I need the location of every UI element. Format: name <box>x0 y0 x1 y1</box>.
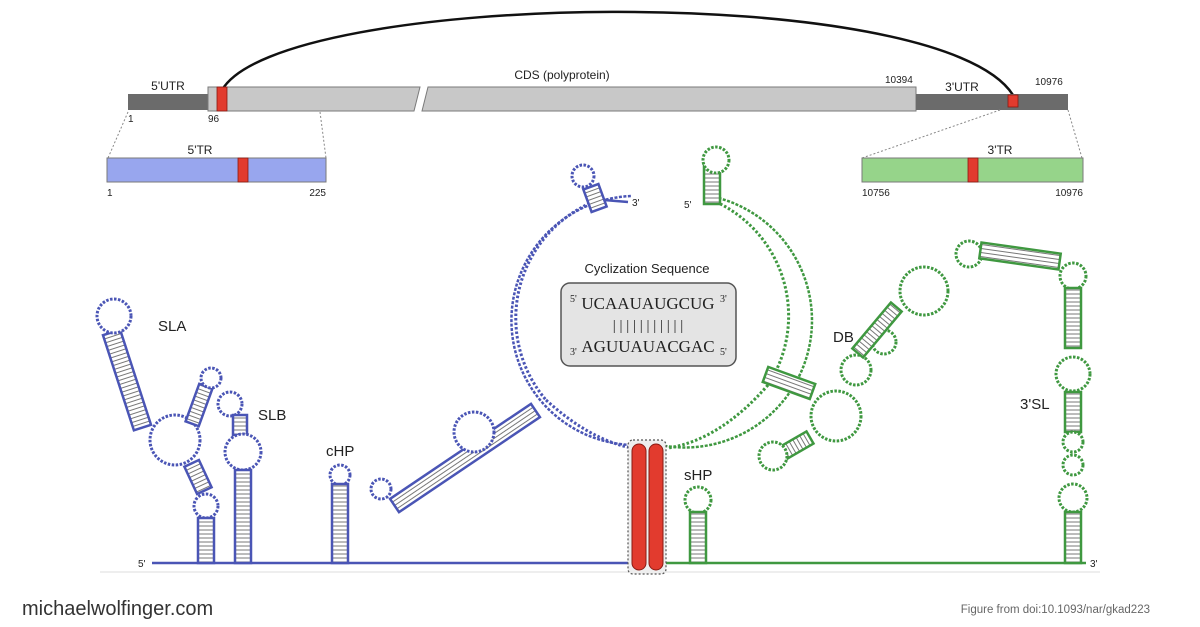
zoom-line <box>861 109 1001 159</box>
genome-map: 5'UTR CDS (polyprotein) 3'UTR 1 96 10394… <box>106 10 1084 199</box>
utr3-bar <box>916 94 1068 110</box>
cyclization-duplex <box>627 439 667 575</box>
end-5prime-label: 5' <box>138 559 146 570</box>
inner-3prime-label: 3' <box>632 198 640 209</box>
zoom-line <box>107 111 129 159</box>
central-loop-bottom-5 <box>544 398 633 450</box>
utr3-label: 3'UTR <box>945 80 979 94</box>
figure-citation: Figure from doi:10.1093/nar/gkad223 <box>960 604 1150 616</box>
tr5-cs-marker <box>237 157 249 183</box>
tr5-box <box>106 157 327 183</box>
shp-hairpin: sHP <box>683 467 713 565</box>
tr5-label: 5'TR <box>188 143 213 157</box>
tr5-end: 225 <box>309 188 326 199</box>
cs-bottom-5prime: 5' <box>720 347 727 358</box>
sl3-stem-loop: 3'SL <box>954 239 1092 565</box>
pos-start: 1 <box>128 114 134 125</box>
pos-end: 10976 <box>1035 77 1063 88</box>
inner-5prime-label: 5' <box>684 200 692 211</box>
cds-label: CDS (polyprotein) <box>514 68 609 82</box>
utr5-label: 5'UTR <box>151 79 185 93</box>
long-range-interaction-arc <box>220 10 1015 96</box>
cs5-marker <box>216 86 228 112</box>
pos-cs5: 96 <box>208 114 220 125</box>
zoom-line <box>1067 109 1083 159</box>
tr3-label: 3'TR <box>988 143 1013 157</box>
top-blue-hairpin: 3' <box>570 163 640 214</box>
cs-bottom-seq: AGUUAUACGAC <box>581 337 714 356</box>
central-loop-bottom-3 <box>667 384 770 450</box>
chp-hairpin: cHP <box>326 443 354 565</box>
cs-top-seq: UCAAUAUGCUG <box>581 294 714 313</box>
cs-pairs: | | | | | | | | | | | <box>613 318 684 334</box>
slb-stem-loop: SLB <box>216 390 286 565</box>
cds-bar-right <box>421 86 917 112</box>
cs-top-5prime: 5' <box>570 294 577 305</box>
cs-top-3prime: 3' <box>720 294 727 305</box>
sla-label: SLA <box>158 318 186 335</box>
central-loop-5prime-arc <box>510 194 641 447</box>
cds-bar <box>207 86 421 112</box>
db-dumbbell: DB <box>757 265 950 472</box>
end-3prime-label: 3' <box>1090 559 1098 570</box>
tr3-end: 10976 <box>1055 188 1083 199</box>
site-credit: michaelwolfinger.com <box>22 598 214 620</box>
left-diagonal-helix <box>369 402 542 514</box>
tr3-start: 10756 <box>862 188 890 199</box>
utr5-bar <box>128 94 208 110</box>
top-green-hairpin: 5' <box>684 145 731 211</box>
central-loop-arc-5 <box>514 198 599 401</box>
central-loop-arc-3 <box>711 198 791 386</box>
slb-label: SLB <box>258 407 286 424</box>
pos-cds-end: 10394 <box>885 75 913 86</box>
cyclization-box: Cyclization Sequence 5' UCAAUAUGCUG 3' |… <box>560 261 737 367</box>
cs3-marker <box>1007 94 1019 108</box>
tr5-start: 1 <box>107 188 113 199</box>
sl3-label: 3'SL <box>1020 396 1050 413</box>
zoom-line <box>319 111 327 159</box>
shp-label: sHP <box>684 467 712 484</box>
sla-stem-loop: SLA <box>95 297 223 565</box>
db-label: DB <box>833 329 854 346</box>
cs-bottom-3prime: 3' <box>570 347 577 358</box>
secondary-structure: 3' 5' Cyclization Sequence 5' UCAAUAUGCU… <box>95 145 1100 575</box>
chp-label: cHP <box>326 443 354 460</box>
cyclization-title: Cyclization Sequence <box>584 261 709 276</box>
tr3-cs-marker <box>967 157 979 183</box>
central-loop-3prime-arc <box>659 194 814 449</box>
